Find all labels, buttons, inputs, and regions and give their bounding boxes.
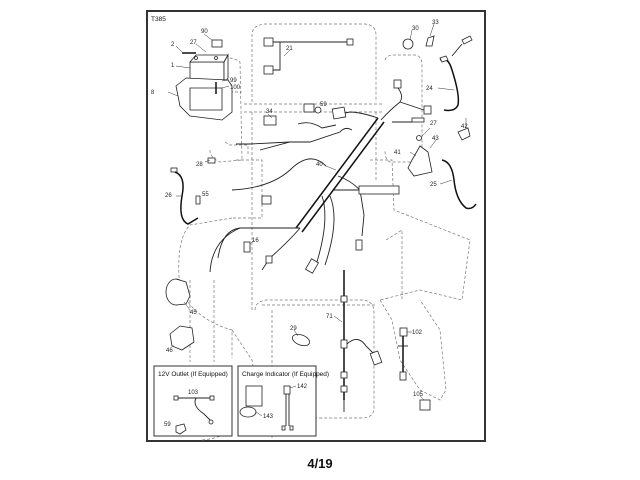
inset-12v-outlet: 12V Outlet (If Equipped) 103 59 [153, 365, 233, 437]
callout-28: 28 [196, 162, 203, 168]
callout-25: 25 [430, 182, 437, 188]
callout-29: 29 [290, 326, 297, 332]
callout-8: 8 [151, 90, 155, 96]
callout-30: 30 [412, 26, 419, 32]
upper-right-parts: 30 33 24 [402, 20, 473, 112]
callout-1: 1 [171, 63, 175, 69]
callout-46: 46 [166, 348, 173, 354]
inset-callout-59: 59 [164, 422, 171, 428]
callout-42: 42 [461, 124, 468, 130]
main-harness: 40 [209, 87, 425, 274]
headlight-harness: 21 [263, 37, 354, 75]
callout-100: 100 [230, 85, 241, 91]
inset-12v-outlet-title: 12V Outlet (If Equipped) [158, 371, 228, 378]
callout-2: 2 [171, 42, 175, 48]
inset-charge-indicator: Charge Indicator (If Equipped) 142 143 [237, 365, 329, 437]
light-assembly: 45 46 [165, 278, 197, 354]
callout-16: 16 [252, 238, 259, 244]
model-code: T385 [151, 16, 166, 23]
callout-21: 21 [286, 46, 293, 52]
battery-cover-part [211, 39, 223, 48]
callout-27-solenoid: 27 [430, 121, 437, 127]
battery-assembly: 90 2 27 1 99 100 8 [151, 29, 241, 121]
callout-59: 59 [320, 102, 327, 108]
callout-55: 55 [202, 192, 209, 198]
callout-34: 34 [266, 109, 273, 115]
right-lower-parts: 102 105 [398, 327, 431, 411]
callout-43: 43 [432, 136, 439, 142]
inset-callout-103: 103 [188, 390, 199, 396]
callout-24: 24 [426, 86, 433, 92]
inset-callout-142: 142 [297, 384, 308, 390]
lower-harness: 29 71 [290, 270, 383, 412]
callout-40: 40 [316, 162, 323, 168]
center-parts: 34 59 [263, 79, 432, 126]
callout-27-battery: 27 [190, 40, 197, 46]
callout-99: 99 [230, 78, 237, 84]
page-number: 4/19 [307, 456, 333, 471]
callout-26: 26 [165, 193, 172, 199]
inset-charge-indicator-title: Charge Indicator (If Equipped) [242, 371, 329, 378]
solenoid-assembly: 27 42 41 43 25 [394, 118, 477, 210]
callout-71: 71 [326, 314, 333, 320]
callout-33: 33 [432, 20, 439, 26]
left-wiring: 28 26 55 16 [165, 157, 259, 253]
callout-45: 45 [190, 310, 197, 316]
callout-41: 41 [394, 150, 401, 156]
inset-callout-143: 143 [263, 414, 274, 420]
callout-105: 105 [413, 392, 424, 398]
callout-102: 102 [412, 330, 423, 336]
callout-90: 90 [201, 29, 208, 35]
